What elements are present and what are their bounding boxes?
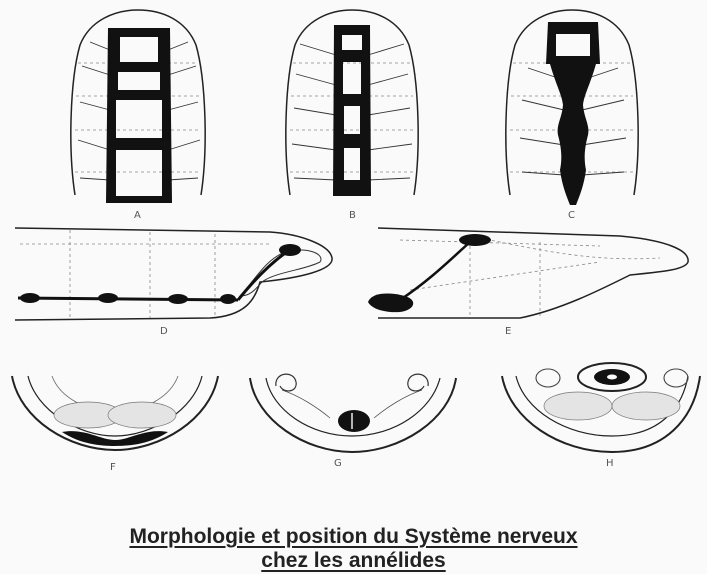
panel-e-connective bbox=[400, 242, 470, 300]
panel-f: F bbox=[12, 376, 218, 473]
panel-f-label: F bbox=[110, 462, 116, 473]
panel-g: G bbox=[250, 374, 456, 469]
panel-b: B bbox=[286, 10, 418, 221]
panel-d-connective bbox=[238, 251, 288, 300]
panel-d-ganglion bbox=[20, 293, 40, 303]
panel-h-lateral-tissue bbox=[536, 369, 560, 387]
panel-d-body-outline bbox=[15, 228, 332, 320]
figure-caption-line-1: Morphologie et position du Système nerve… bbox=[0, 524, 707, 550]
panel-g-parapodium bbox=[408, 374, 428, 391]
panel-c-cerebral-ring bbox=[546, 22, 600, 64]
panel-g-parapodium bbox=[276, 374, 296, 391]
panel-h-label: H bbox=[606, 458, 614, 469]
panel-g-nerve-cord bbox=[338, 410, 370, 432]
panel-h-muscle-band bbox=[544, 392, 612, 420]
panel-a-ladder-cord bbox=[106, 28, 172, 203]
panel-a: A bbox=[71, 10, 205, 221]
panel-e-body-outline bbox=[378, 228, 688, 318]
panel-d-ganglion bbox=[168, 294, 188, 304]
panel-b-label: B bbox=[349, 210, 356, 221]
panel-c-label: C bbox=[568, 210, 575, 221]
panel-d-label: D bbox=[160, 326, 168, 337]
panel-d-ventral-cord bbox=[18, 298, 238, 300]
panel-d-ganglion bbox=[98, 293, 118, 303]
panel-e-cerebral-ganglion bbox=[459, 234, 491, 246]
panel-d-cerebral-ganglion bbox=[279, 244, 301, 256]
panel-c: C bbox=[506, 10, 638, 221]
panel-e: E bbox=[368, 228, 688, 337]
panel-b-ladder-cord bbox=[333, 25, 371, 196]
panel-c-fused-cord bbox=[550, 64, 596, 205]
panel-h-muscle-band bbox=[612, 392, 680, 420]
panel-f-muscle-band bbox=[108, 402, 176, 428]
panel-a-body-outline bbox=[71, 10, 205, 195]
panel-a-label: A bbox=[134, 210, 141, 221]
panel-d-ganglion bbox=[220, 294, 236, 304]
figure-caption-line-2: chez les annélides bbox=[0, 548, 707, 574]
panel-e-label: E bbox=[505, 326, 511, 337]
panel-d: D bbox=[15, 228, 332, 337]
panel-h: H bbox=[502, 363, 700, 469]
panel-h-lateral-tissue bbox=[664, 369, 688, 387]
panel-g-label: G bbox=[334, 458, 342, 469]
